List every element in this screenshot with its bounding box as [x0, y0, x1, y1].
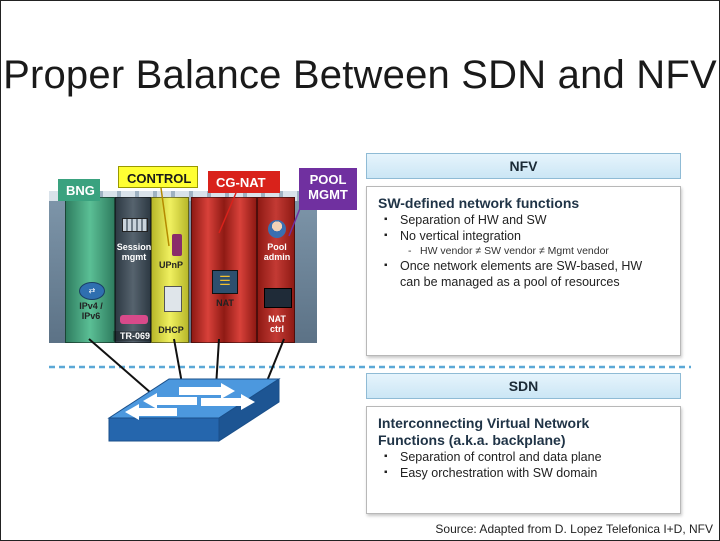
upnp-label: UPnP	[158, 260, 183, 270]
dhcp-label: DHCP	[158, 325, 184, 335]
bng-rack: ⇄ IPv4 /IPv6	[65, 197, 115, 343]
control-label: CONTROL	[118, 166, 198, 188]
slide-title: Proper Balance Between SDN and NFV	[3, 53, 717, 97]
nat-label: NAT	[216, 298, 234, 308]
nfv-sub-bullet: HW vendor ≠ SW vendor ≠ Mgmt vendor	[378, 244, 672, 258]
nfv-bullet-2: No vertical integration	[378, 228, 672, 244]
keyboard-icon	[122, 218, 148, 232]
sdn-bullet-1: Separation of control and data plane	[378, 449, 672, 465]
sdn-panel: Interconnecting Virtual Network Function…	[366, 406, 681, 514]
ipv4-label: IPv4 /IPv6	[79, 301, 103, 321]
nfv-panel: SW-defined network functions Separation …	[366, 186, 681, 356]
source-caption: Source: Adapted from D. Lopez Telefonica…	[435, 522, 713, 536]
cgnat-label: CG-NAT	[208, 171, 280, 193]
label-pointer-pool	[288, 205, 302, 237]
router-icon: ⇄	[79, 282, 105, 300]
sdn-title: Interconnecting Virtual Network Function…	[378, 415, 590, 448]
ceiling-lights	[49, 191, 317, 201]
sdn-header: SDN	[366, 373, 681, 399]
admin-user-icon	[268, 220, 286, 238]
label-pointer-cgnat	[218, 192, 237, 234]
nat-icon: ☰	[212, 270, 238, 294]
nfv-header: NFV	[366, 153, 681, 179]
label-pointer-control	[160, 187, 170, 247]
nfv-title: SW-defined network functions	[378, 195, 580, 211]
tr069-label: TR-069	[113, 331, 157, 341]
sdn-bullet-2: Easy orchestration with SW domain	[378, 465, 672, 481]
plug-icon	[172, 234, 182, 256]
bng-label: BNG	[58, 179, 100, 201]
server-box-icon	[164, 286, 182, 312]
nfv-bullet-3: Once network elements are SW-based, HW c…	[378, 258, 672, 290]
upnp-rack: UPnP DHCP	[151, 197, 189, 343]
nfv-bullet-1: Separation of HW and SW	[378, 212, 672, 228]
tr069-device-icon	[120, 315, 148, 324]
switch-icon	[107, 378, 281, 442]
nat-ctrl-monitor-icon	[264, 288, 292, 308]
link-bng	[88, 338, 152, 394]
